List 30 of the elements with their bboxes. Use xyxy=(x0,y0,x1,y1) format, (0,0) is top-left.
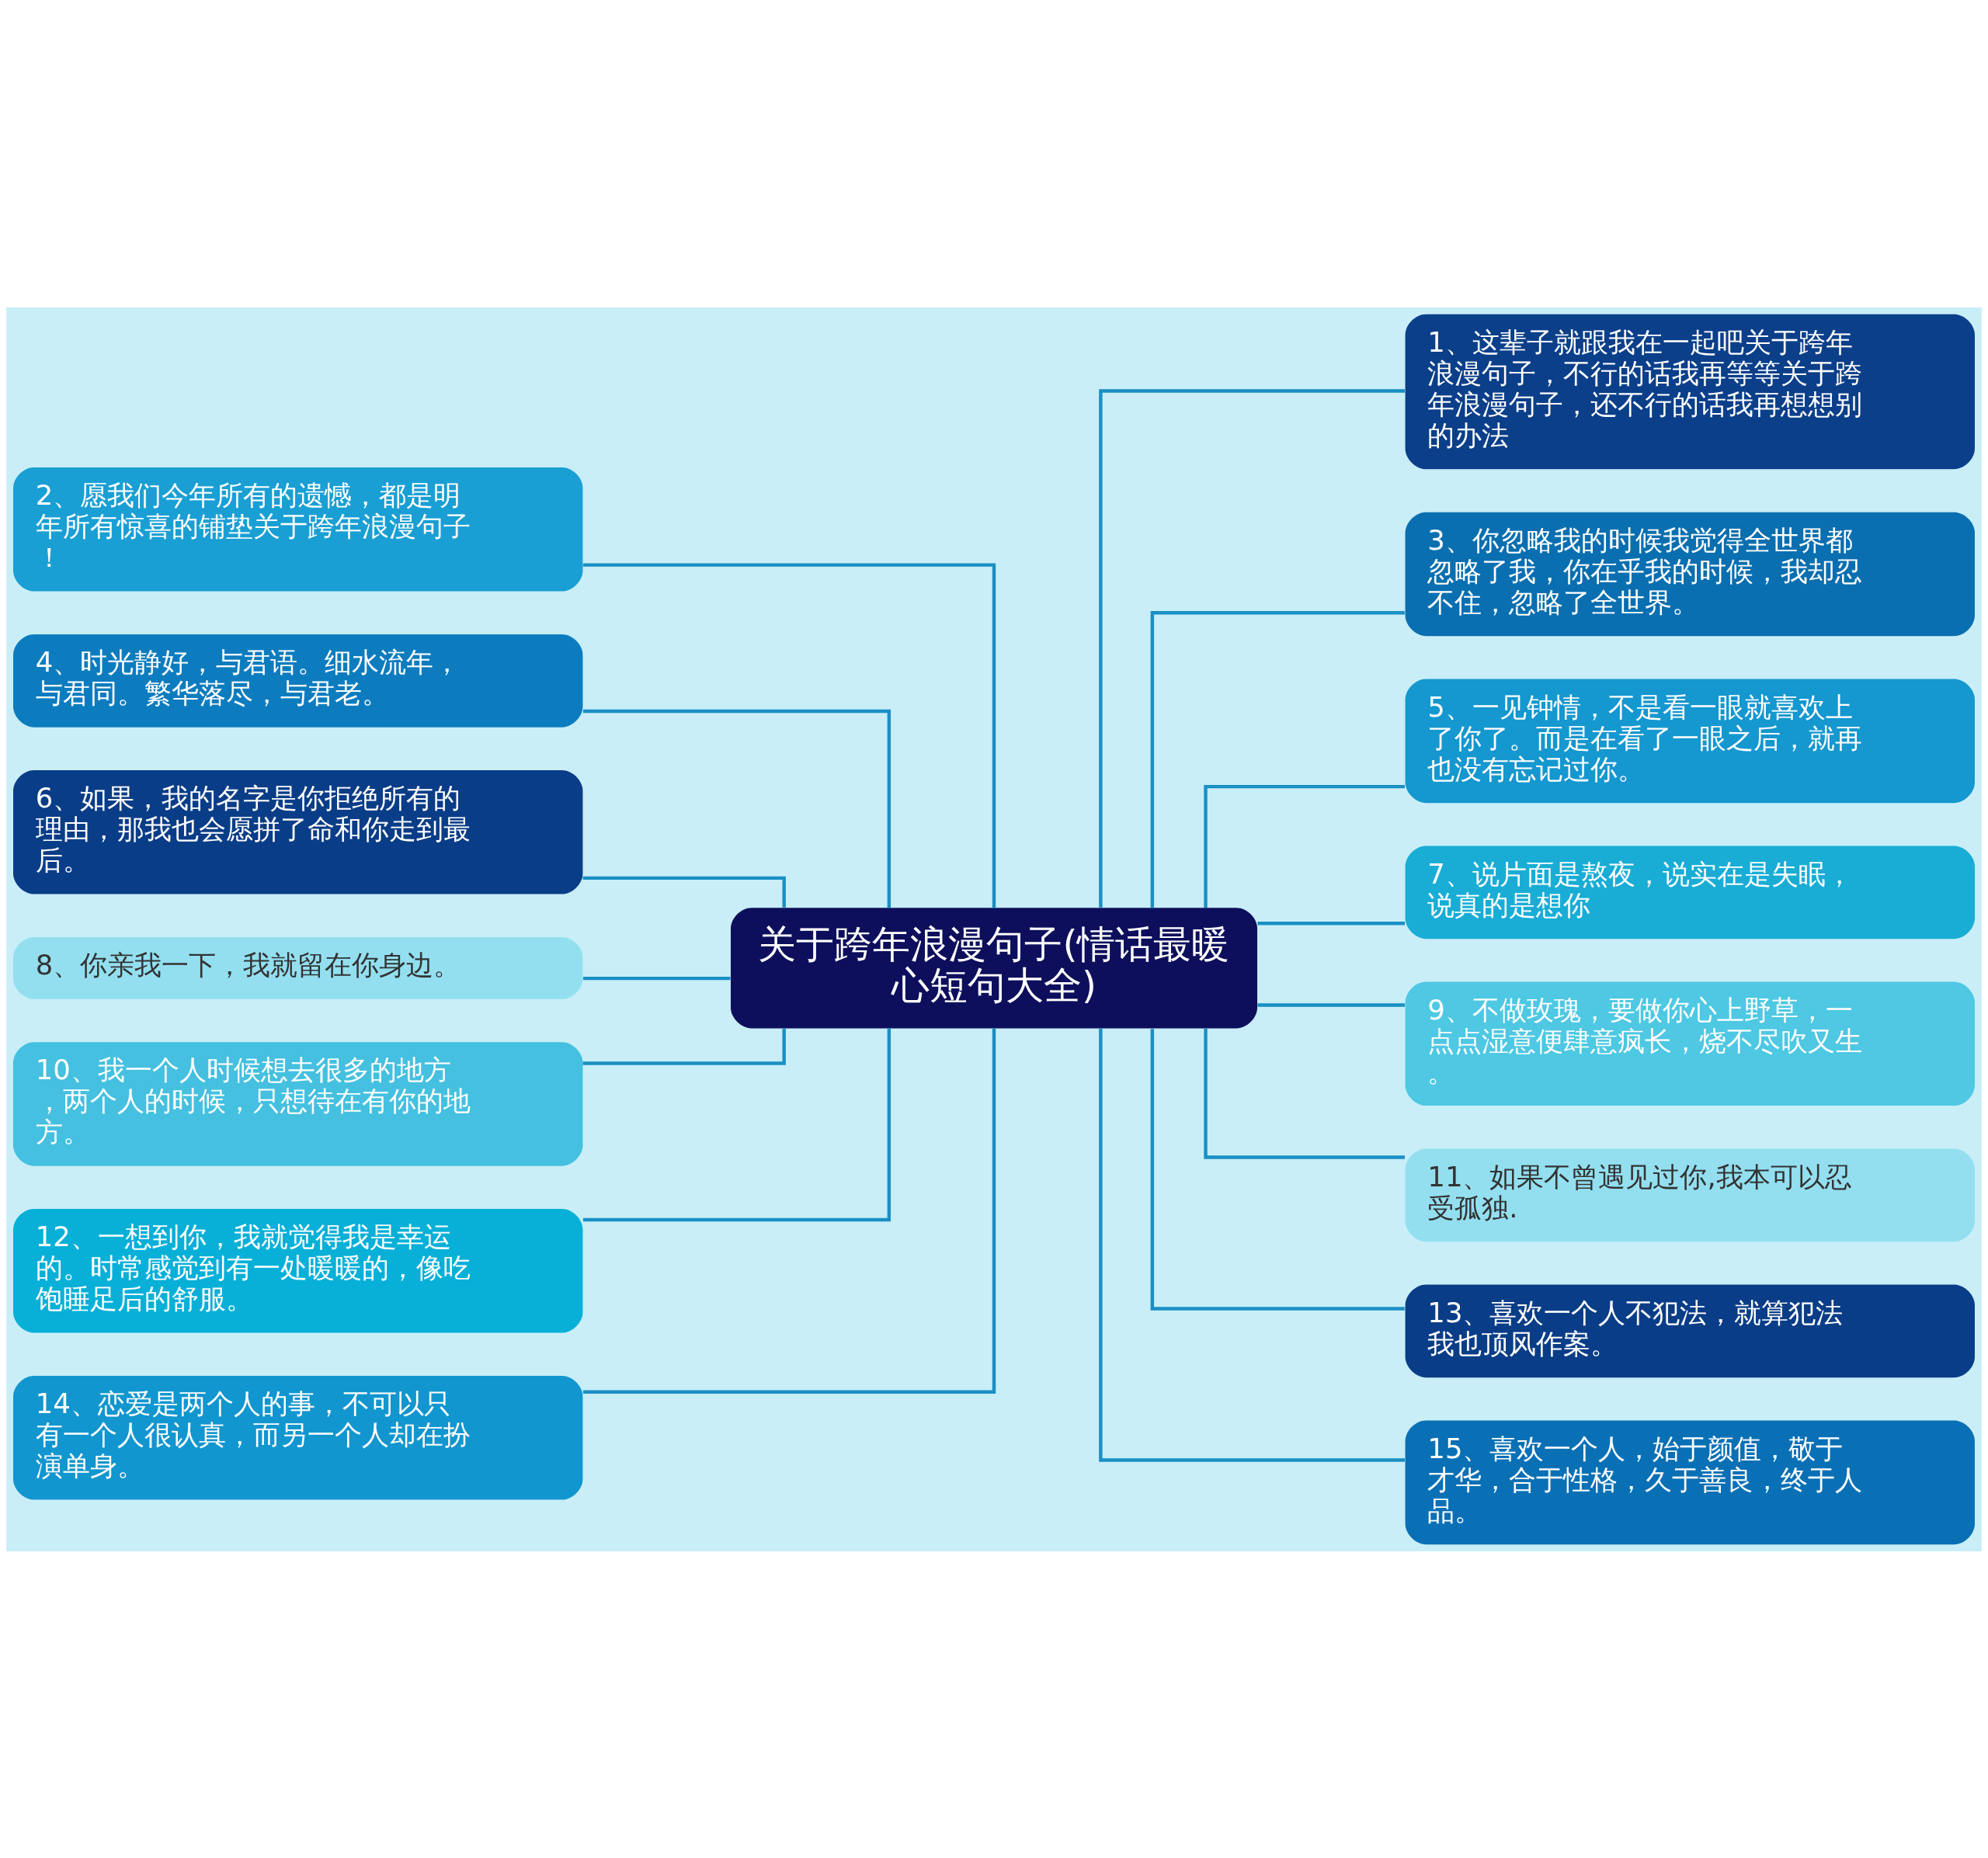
node-box: 15、喜欢一个人，始于颜值，敬于才华，合于性格，久于善良，终于人品。 xyxy=(1405,1420,1975,1544)
connector xyxy=(582,709,891,908)
connector xyxy=(1099,1028,1406,1462)
connector xyxy=(1257,921,1405,925)
node-box: 5、一见钟情，不是看一眼就喜欢上了你了。而是在看了一眼之后，就再也没有忘记过你。 xyxy=(1405,679,1975,803)
node-box: 3、你忽略我的时候我觉得全世界都忽略了我，你在乎我的时候，我却忍不住，忽略了全世界。 xyxy=(1405,512,1975,636)
node-box: 11、如果不曾遇见过你,我本可以忍受孤独. xyxy=(1405,1148,1975,1242)
node-box: 14、恋爱是两个人的事，不可以只有一个人很认真，而另一个人却在扮演单身。 xyxy=(13,1375,583,1500)
connector xyxy=(1150,610,1405,908)
connector xyxy=(582,1027,996,1394)
node-box: 4、时光静好，与君语。细水流年，与君同。繁华落尽，与君老。 xyxy=(13,634,583,728)
connector xyxy=(583,976,731,980)
connector xyxy=(1099,388,1406,908)
node-box: 12、一想到你，我就觉得我是幸运的。时常感觉到有一处暖暖的，像吃饱睡足后的舒服。 xyxy=(13,1208,583,1333)
node-box: 关于跨年浪漫句子(情话最暖心短句大全) xyxy=(731,907,1257,1028)
connector xyxy=(1204,784,1405,908)
connector xyxy=(1204,1028,1405,1159)
connector xyxy=(1257,1002,1405,1007)
node-box: 9、不做玫瑰，要做你心上野草，一点点湿意便肆意疯长，烧不尽吹又生。 xyxy=(1405,981,1975,1106)
connector xyxy=(582,562,996,908)
node-box: 1、这辈子就跟我在一起吧关于跨年浪漫句子，不行的话我再等等关于跨年浪漫句子，还不行的话我再想想别的办法 xyxy=(1405,314,1975,469)
node-box: 6、如果，我的名字是你拒绝所有的理由，那我也会愿拼了命和你走到最后。 xyxy=(13,769,583,894)
node-box: 8、你亲我一下，我就留在你身边。 xyxy=(13,936,583,999)
node-box: 2、愿我们今年所有的遗憾，都是明年所有惊喜的铺垫关于跨年浪漫句子！ xyxy=(13,467,583,592)
connector xyxy=(582,1028,891,1221)
node-box: 13、喜欢一个人不犯法，就算犯法我也顶风作案。 xyxy=(1405,1284,1975,1377)
connector xyxy=(1150,1028,1405,1311)
node-box: 10、我一个人时候想去很多的地方，两个人的时候，只想待在有你的地方。 xyxy=(13,1041,583,1166)
node-box: 7、说片面是熬夜，说实在是失眠，说真的是想你 xyxy=(1405,846,1975,939)
connector xyxy=(582,1028,786,1065)
